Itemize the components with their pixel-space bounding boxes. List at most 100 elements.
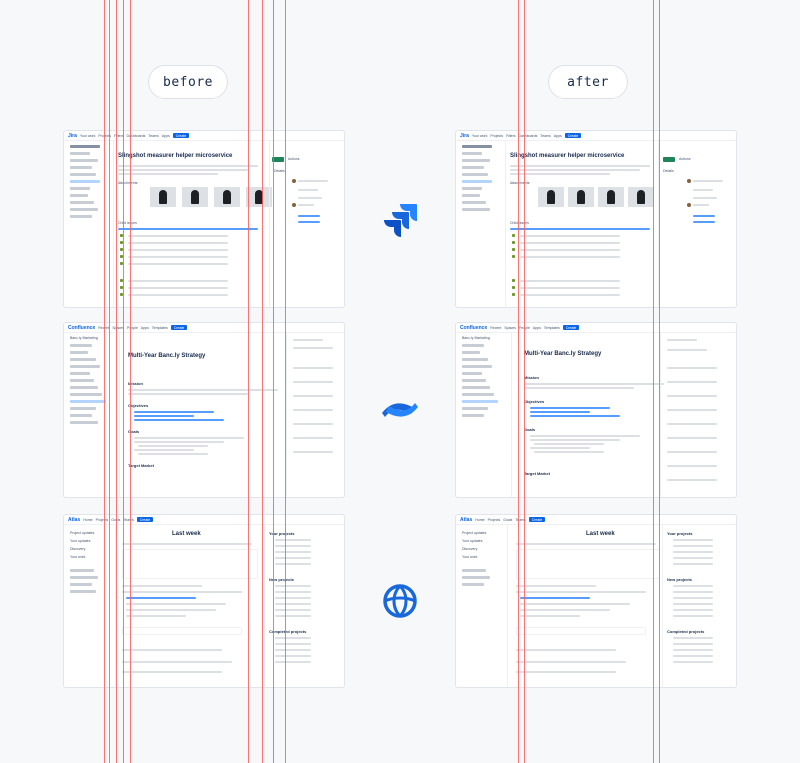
sidebar-your-work[interactable]: Your work <box>462 555 478 559</box>
guide-line <box>123 0 124 763</box>
space-name[interactable]: Banc.ly Marketing <box>70 336 98 340</box>
sidebar-your-updates[interactable]: Your updates <box>462 539 483 543</box>
sidebar-project-updates[interactable]: Project updates <box>462 531 487 535</box>
nav-apps[interactable]: Apps <box>140 325 149 330</box>
confluence-before-screenshot: Confluence Recent Spaces People Apps Tem… <box>63 322 345 498</box>
before-label: before <box>148 65 228 99</box>
jira-after-screenshot: Jira Your work Projects Filters Dashboar… <box>455 130 737 308</box>
section-goals: Goals <box>128 429 140 434</box>
nav-your-work[interactable]: Your work <box>471 133 488 138</box>
create-button[interactable]: Create <box>528 517 546 522</box>
nav-teams[interactable]: Teams <box>148 133 159 138</box>
guide-line <box>518 0 519 763</box>
nav-spaces[interactable]: Spaces <box>504 325 517 330</box>
page-title: Multi-Year Banc.ly Strategy <box>128 353 206 359</box>
sidebar-project-updates[interactable]: Project updates <box>70 531 95 535</box>
feed-title: Last week <box>172 531 201 537</box>
sidebar-discovery[interactable]: Discovery <box>70 547 86 551</box>
section-objectives: Objectives <box>128 403 149 408</box>
nav-recent[interactable]: Recent <box>98 326 109 330</box>
section-mission: Mission <box>128 381 143 386</box>
your-projects-header: Your projects <box>269 531 295 536</box>
new-projects-header: New projects <box>667 577 692 582</box>
guide-line <box>248 0 249 763</box>
confluence-brand: Confluence <box>68 324 96 331</box>
atlas-logo-icon <box>383 584 417 618</box>
jira-brand: Jira <box>68 132 77 139</box>
nav-home[interactable]: Home <box>83 517 93 522</box>
nav-dashboards[interactable]: Dashboards <box>518 133 538 138</box>
feed-title: Last week <box>586 531 615 537</box>
completed-projects-header: Completed projects <box>667 629 705 634</box>
child-issues-header: Child issues <box>510 221 529 225</box>
nav-projects[interactable]: Projects <box>487 517 501 522</box>
nav-goals[interactable]: Goals <box>111 518 120 522</box>
guide-line <box>273 0 274 763</box>
nav-recent[interactable]: Recent <box>490 325 502 330</box>
details-label: Details <box>274 169 285 173</box>
create-button[interactable]: Create <box>562 325 580 330</box>
nav-goals[interactable]: Goals <box>503 517 513 522</box>
guide-line <box>285 0 286 763</box>
issue-title: Slingshot measurer helper microservice <box>510 153 625 159</box>
nav-teams[interactable]: Teams <box>540 133 551 138</box>
attachments-header: Attachments <box>510 181 530 185</box>
after-label: after <box>548 65 628 99</box>
nav-apps[interactable]: Apps <box>161 133 170 138</box>
guide-line <box>130 0 131 763</box>
section-mission: Mission <box>524 375 539 380</box>
attachments-header: Attachments <box>118 181 138 185</box>
guide-line <box>262 0 263 763</box>
sidebar-discovery[interactable]: Discovery <box>462 547 478 551</box>
atlas-before-screenshot: Atlas Home Projects Goals Teams Create P… <box>63 514 345 688</box>
guide-line <box>109 0 110 763</box>
nav-filters[interactable]: Filters <box>114 133 124 138</box>
details-label: Details <box>663 169 674 173</box>
nav-spaces[interactable]: Spaces <box>112 325 125 330</box>
sidebar-your-updates[interactable]: Your updates <box>70 539 91 543</box>
jira-before-screenshot: Jira Your work Projects Filters Dashboar… <box>63 130 345 308</box>
atlas-brand: Atlas <box>460 516 473 523</box>
create-button[interactable]: Create <box>136 517 154 522</box>
issue-title: Slingshot measurer helper microservice <box>118 153 233 159</box>
nav-apps[interactable]: Apps <box>553 133 562 138</box>
nav-dashboards[interactable]: Dashboards <box>126 133 146 138</box>
nav-templates[interactable]: Templates <box>543 325 560 330</box>
jira-logo-icon <box>384 204 417 237</box>
section-goals: Goals <box>524 427 536 432</box>
nav-templates[interactable]: Templates <box>151 325 168 330</box>
your-projects-header: Your projects <box>667 531 693 536</box>
section-objectives: Objectives <box>524 399 545 404</box>
nav-your-work[interactable]: Your work <box>79 133 96 138</box>
completed-projects-header: Completed projects <box>269 629 307 634</box>
create-button[interactable]: Create <box>564 133 582 138</box>
nav-apps[interactable]: Apps <box>532 325 541 330</box>
child-issues-header: Child issues <box>118 221 137 225</box>
nav-people[interactable]: People <box>127 325 138 330</box>
jira-brand: Jira <box>460 132 469 139</box>
section-target-market: Target Market <box>524 471 550 476</box>
nav-projects[interactable]: Projects <box>95 517 109 522</box>
guide-line <box>653 0 654 763</box>
actions-label[interactable]: Actions <box>679 157 691 161</box>
guide-line <box>104 0 105 763</box>
page-title: Multi-Year Banc.ly Strategy <box>524 351 602 357</box>
create-button[interactable]: Create <box>170 325 188 330</box>
new-projects-header: New projects <box>269 577 294 582</box>
nav-home[interactable]: Home <box>475 517 485 522</box>
atlas-brand: Atlas <box>68 516 81 523</box>
confluence-logo-icon <box>382 403 418 417</box>
jira-sidebar <box>64 141 114 307</box>
atlas-after-screenshot: Atlas Home Projects Goals Teams Create P… <box>455 514 737 688</box>
nav-projects[interactable]: Projects <box>490 133 503 138</box>
section-target-market: Target Market <box>128 463 154 468</box>
nav-teams[interactable]: Teams <box>123 517 134 522</box>
actions-label[interactable]: Actions <box>288 157 300 161</box>
space-name[interactable]: Banc.ly Marketing <box>462 336 490 340</box>
nav-teams[interactable]: Teams <box>515 517 526 522</box>
sidebar-your-work[interactable]: Your work <box>70 555 86 559</box>
nav-filters[interactable]: Filters <box>506 133 516 138</box>
confluence-after-screenshot: Confluence Recent Spaces People Apps Tem… <box>455 322 737 498</box>
create-button[interactable]: Create <box>172 133 190 138</box>
guide-line <box>524 0 525 763</box>
